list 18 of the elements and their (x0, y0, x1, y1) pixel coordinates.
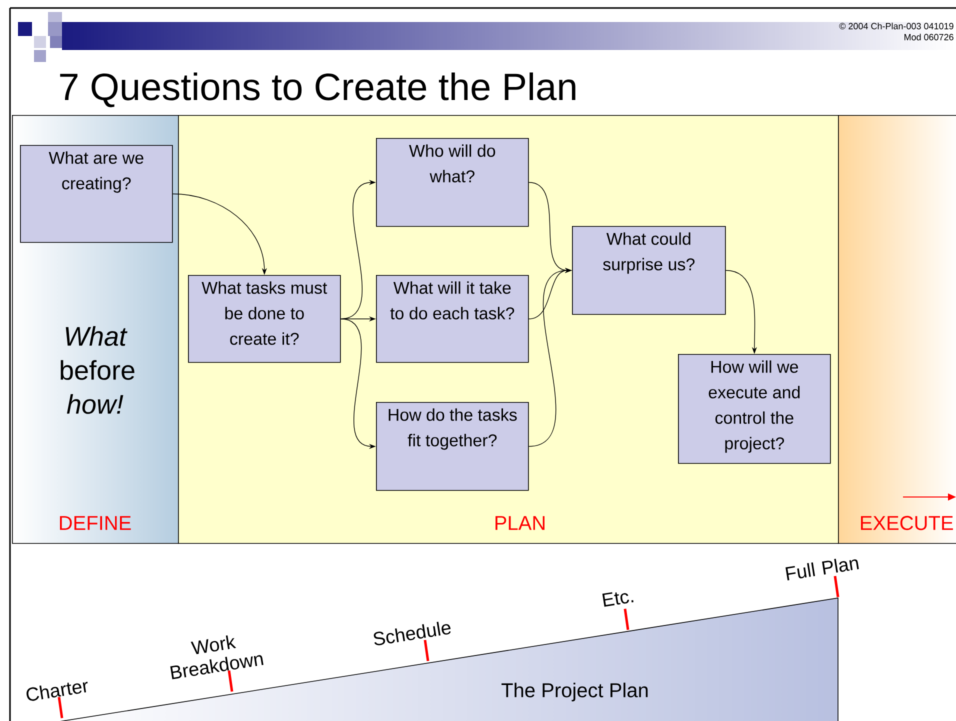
question-box: What will it take to do each task? (376, 275, 529, 363)
question-box: What are we creating? (20, 145, 173, 243)
question-box: Who will do what? (376, 138, 529, 227)
question-box: What could surprise us? (572, 226, 726, 315)
phase-label: DEFINE (60, 516, 131, 530)
milestone-label: Full Plan (786, 558, 859, 580)
copyright-note: Mod 060726 (904, 34, 954, 40)
milestone-label: Work Breakdown (170, 635, 264, 680)
phase-band (838, 115, 956, 544)
phase-label: EXECUTE (861, 516, 953, 530)
question-box: How will we execute and control the project? (678, 354, 831, 464)
question-box: How do the tasks fit together? (376, 402, 529, 491)
phase-label: PLAN (496, 516, 544, 530)
title: 7 Questions to Create the Plan (60, 72, 576, 108)
copyright-note: © 2004 Ch-Plan-003 041019 (839, 22, 954, 30)
band-slogan: What before how! (60, 326, 134, 414)
question-box: What tasks must be done to create it? (188, 275, 341, 363)
milestone-label: Schedule (374, 622, 451, 646)
